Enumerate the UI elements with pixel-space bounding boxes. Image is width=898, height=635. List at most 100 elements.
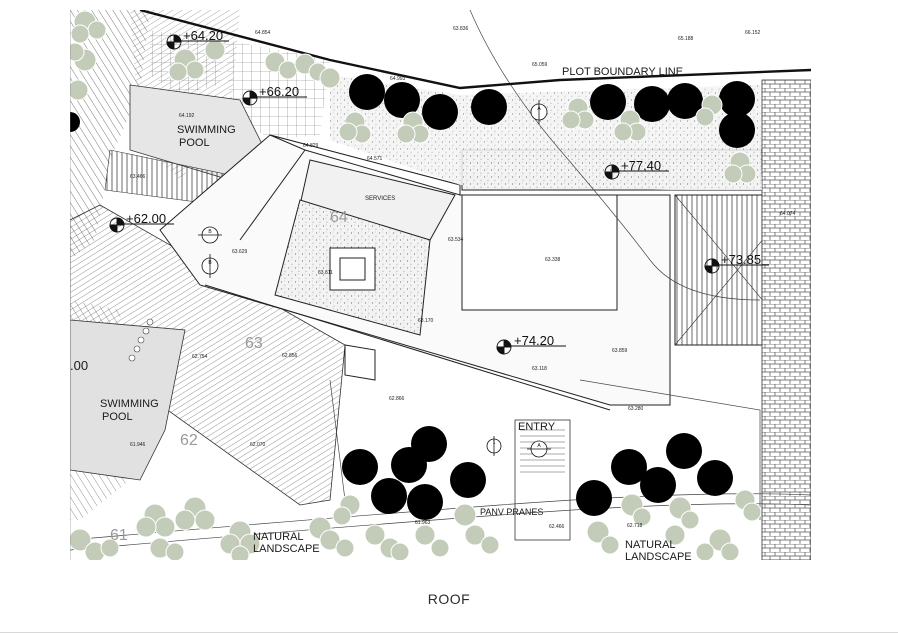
shrub-icon [204,39,226,61]
spot-height: 61.946 [130,442,146,448]
north-arrow-icon: 1 [486,436,502,456]
tree-icon [590,84,626,120]
deck-diagonal [70,204,346,506]
shrub-icon [695,94,723,127]
level-marker-icon [604,164,669,180]
tree-icon [719,112,755,148]
tree-icon [640,467,676,503]
spot-height: 63.534 [448,237,464,243]
section-marker-icon: A [530,100,548,124]
section-mark-label: B [208,229,212,235]
shrub-icon [734,489,762,522]
spot-height: 64.074 [780,211,796,217]
tree-icon [371,478,407,514]
edge-level-label: .00 [70,358,88,373]
section-mark-label: A [537,443,541,449]
shrub-icon [664,496,700,546]
level-marker-icon [242,90,307,106]
shrub-icon [364,524,410,560]
section-mark-label: A [537,106,541,112]
shrub-icon [620,493,652,527]
level-marker-icon [704,258,769,274]
pool-upper-label-2: POOL [179,137,210,149]
contour-label: 63 [245,335,263,352]
shrub-icon [174,496,216,531]
level-marker-icon [496,339,566,355]
level-marker-icon [109,217,174,233]
landscape-left-label-1: NATURAL [253,531,304,543]
spot-height: 64.854 [255,30,271,36]
landscape-right-label-2: LANDSCAPE [625,551,692,563]
shrub-icon [338,111,372,144]
spot-height: 63.836 [453,26,469,32]
shrub-icon [70,79,89,101]
section-marker-icon: B [201,254,219,278]
tree-icon [70,112,80,132]
tree-icon [719,81,755,117]
level-marker-icon [166,34,229,50]
tree-icon [349,74,385,110]
spot-height: 63.338 [545,257,561,263]
level-value: +66.20 [259,84,299,99]
spot-height: 61.963 [415,520,431,526]
section-mark-label: 1 [493,440,496,446]
tree-icon [450,462,486,498]
spot-height: 66.152 [745,30,761,36]
level-value: +62.00 [126,211,166,226]
tree-icon [391,447,427,483]
shrub-icon [70,10,107,44]
plot-boundary-label: PLOT BOUNDARY LINE [562,66,683,78]
entry-stairs [514,419,571,541]
level-value: +73.85 [721,252,761,267]
tree-icon [384,82,420,118]
pool-lower-label-2: POOL [102,411,133,423]
level-value: +77.40 [621,158,661,173]
spot-height: 64.571 [367,156,383,162]
spot-height: 62.754 [192,354,208,360]
spot-height: 63.466 [130,174,146,180]
contour-label: 64 [330,209,348,226]
tree-icon [634,86,670,122]
tree-icon [407,484,443,520]
shrub-icon [294,53,341,89]
section-mark-label: B [208,260,212,266]
services-label: SERVICES [365,196,395,202]
spot-height: 65.059 [532,62,548,68]
swimming-pool-upper [104,84,266,206]
spot-height: 63.170 [418,318,434,324]
pool-lower-label-1: SWIMMING [100,398,159,410]
spot-height: 62.718 [627,523,643,529]
spot-height: 63.611 [318,270,333,276]
trees [70,74,755,520]
spot-height: 63.629 [232,249,248,255]
contour-label: 61 [110,527,128,544]
shrub-icon [695,528,740,560]
panv-pranes-label: PANV PRANES [480,507,543,517]
spot-height: 64.829 [303,143,319,149]
shrub-icon [135,503,176,538]
tree-icon [422,94,458,130]
level-value: +64.20 [183,28,223,43]
pool-steps [128,318,154,362]
shrub-icon [613,109,647,142]
tree-icon [611,449,647,485]
spot-height: 64.993 [390,76,406,82]
boundary-wall-right [761,79,811,560]
tree-icon [576,480,612,516]
spot-height: 64.192 [179,113,195,119]
spot-height: 62.866 [389,396,405,402]
shrub-icon [332,494,361,526]
shrub-icon [396,111,430,144]
shrub-icon [586,520,620,555]
section-markers: B B A A 1 [198,100,551,458]
plot-boundary-line [139,10,811,90]
section-marker-icon: B [198,226,222,244]
tree-icon [667,83,703,119]
shrub-icon [168,48,205,82]
section-marker-icon: A [527,440,551,458]
shrub-icon [70,42,97,72]
level-value: +74.20 [514,333,554,348]
shrub-icon [723,151,757,184]
shrub-icon [453,503,500,555]
